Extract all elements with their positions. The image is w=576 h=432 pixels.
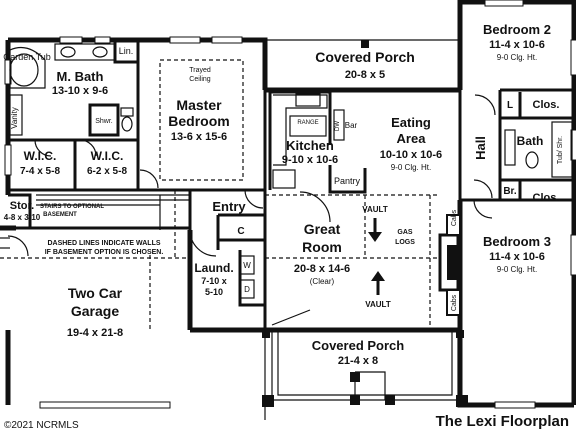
- cabinets-top-label: Cabs: [451, 209, 458, 226]
- interior-walls: [8, 40, 574, 330]
- storage-size: 4-8 x 3-10: [4, 213, 41, 222]
- bar-label: Bar: [345, 121, 358, 130]
- shower-label: Shwr.: [95, 118, 113, 125]
- cabinets-bottom-label: Cabs: [451, 294, 458, 311]
- dashed-note-line2: IF BASEMENT OPTION IS CHOSEN.: [45, 249, 164, 256]
- plan-title: The Lexi Floorplan: [436, 413, 569, 430]
- stairs-note-line2: BASEMENT: [43, 212, 77, 218]
- rear-porch-columns: [265, 39, 460, 48]
- wic2-label: W.I.C.: [91, 149, 124, 163]
- rear-porch-label: Covered Porch: [315, 49, 415, 65]
- rear-porch-size: 20-8 x 5: [345, 69, 385, 81]
- vault-top-label: VAULT: [362, 205, 388, 214]
- dryer-label: D: [244, 285, 250, 294]
- bedroom2-ceiling: 9-0 Clg. Ht.: [497, 53, 537, 62]
- kitchen-label: Kitchen: [286, 138, 334, 153]
- trayed-ceiling-line2: Ceiling: [189, 76, 211, 83]
- vanity-label: Vanity: [10, 107, 19, 129]
- kitchen-size: 9-10 x 10-6: [282, 154, 338, 166]
- linen-closet-l-label: L: [507, 100, 513, 111]
- master-bedroom-label-1: Master: [176, 97, 222, 113]
- entry-label: Entry: [212, 199, 246, 214]
- bath-label: Bath: [517, 134, 544, 148]
- dashed-note-line1: DASHED LINES INDICATE WALLS: [47, 240, 160, 247]
- pantry-label: Pantry: [334, 176, 361, 186]
- hall-label: Hall: [473, 136, 488, 160]
- wic2-size: 6-2 x 5-8: [87, 166, 127, 177]
- master-bath-size: 13-10 x 9-6: [52, 85, 108, 97]
- watermark: ©2021 NCRMLS: [4, 420, 79, 431]
- stairs: [36, 194, 190, 230]
- garage-label-1: Two Car: [68, 285, 123, 301]
- bedroom3-ceiling: 9-0 Clg. Ht.: [497, 265, 537, 274]
- range-label: RANGE: [297, 120, 318, 126]
- eating-area-label-2: Area: [397, 131, 427, 146]
- coat-closet-label: C: [237, 226, 244, 237]
- fixtures: [7, 43, 573, 299]
- great-room-label-2: Room: [302, 239, 342, 255]
- eating-area-size: 10-10 x 10-6: [380, 149, 442, 161]
- closet2-label: Clos.: [533, 192, 560, 204]
- gas-logs-line2: LOGS: [395, 239, 415, 246]
- eating-area-label-1: Eating: [391, 115, 431, 130]
- bedroom2-label: Bedroom 2: [483, 22, 551, 37]
- washer-label: W: [243, 261, 251, 270]
- master-bedroom-size: 13-6 x 15-6: [171, 131, 227, 143]
- dw-label: DW: [335, 121, 341, 131]
- front-porch-size: 21-4 x 8: [338, 355, 378, 367]
- broom-closet-label: Br.: [503, 186, 517, 197]
- laundry-label: Laund.: [194, 261, 233, 275]
- windows: [4, 0, 576, 409]
- master-bath-label: M. Bath: [57, 69, 104, 84]
- vault-bottom-label: VAULT: [365, 300, 391, 309]
- gas-logs-line1: GAS: [397, 229, 413, 236]
- great-room-label-1: Great: [304, 221, 341, 237]
- great-room-size: 20-8 x 14-6: [294, 263, 350, 275]
- bedroom3-size: 11-4 x 10-6: [489, 251, 545, 263]
- bedroom3-label: Bedroom 3: [483, 234, 551, 249]
- stairs-note-line1: STAIRS TO OPTIONAL: [40, 204, 104, 210]
- wic1-size: 7-4 x 5-8: [20, 166, 60, 177]
- tub-shower-label: Tub/ Shr.: [557, 136, 564, 164]
- garage-label-2: Garage: [71, 303, 119, 319]
- closet1-label: Clos.: [533, 99, 560, 111]
- storage-label: Stor.: [10, 200, 34, 212]
- garage-size: 19-4 x 21-8: [67, 327, 123, 339]
- eating-area-ceiling: 9-0 Clg. Ht.: [391, 163, 431, 172]
- vault-arrows: [368, 218, 385, 295]
- master-bedroom-label-2: Bedroom: [168, 113, 229, 129]
- great-room-clear: (Clear): [310, 277, 335, 286]
- laundry-size-1: 7-10 x: [201, 276, 227, 286]
- trayed-ceiling-line1: Trayed: [189, 67, 211, 74]
- wic1-label: W.I.C.: [24, 149, 57, 163]
- front-porch-label: Covered Porch: [312, 338, 405, 353]
- garage-outline: [0, 237, 266, 420]
- front-porch: [262, 309, 468, 407]
- laundry-size-2: 5-10: [205, 287, 223, 297]
- bedroom2-size: 11-4 x 10-6: [489, 39, 545, 51]
- garden-tub-label: Garden Tub: [3, 52, 51, 62]
- linen-label: Lin.: [119, 46, 134, 56]
- room-labels: Garden Tub M. Bath 13-10 x 9-6 Lin. Vani…: [3, 22, 569, 431]
- exterior-walls: [0, 0, 576, 408]
- dashed-lines: [0, 59, 440, 330]
